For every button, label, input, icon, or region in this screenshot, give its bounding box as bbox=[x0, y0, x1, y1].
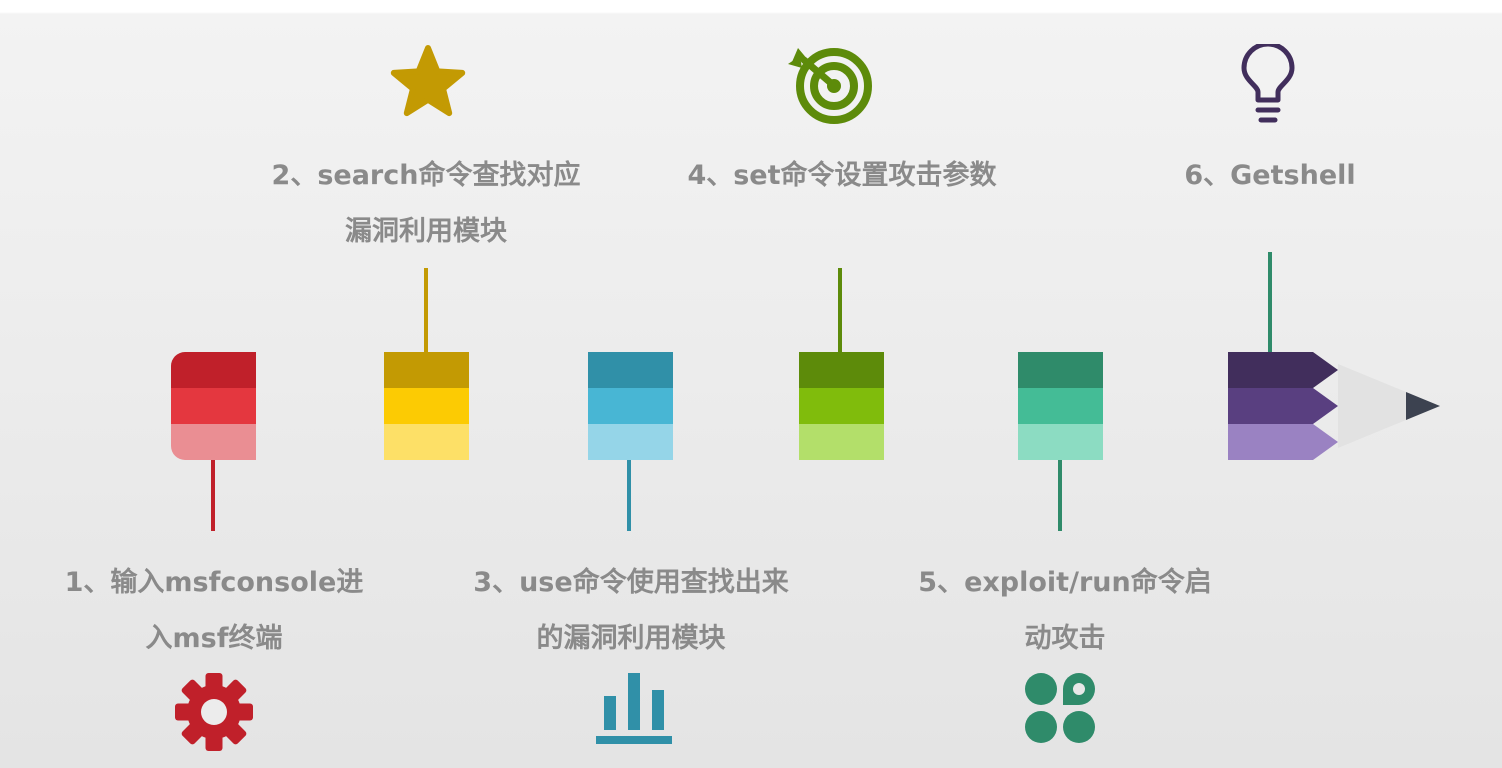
clover-icon bbox=[1025, 673, 1095, 743]
step-5-band-dark bbox=[1018, 352, 1103, 388]
star-icon bbox=[390, 45, 466, 117]
step-1-band-dark bbox=[171, 352, 256, 388]
step-5-connector bbox=[1058, 460, 1062, 531]
step-5-band-light bbox=[1018, 424, 1103, 460]
step-2-connector bbox=[424, 268, 428, 352]
step-1-label: 1、输入msfconsole进入msf终端 bbox=[64, 567, 364, 654]
step-2-band-dark bbox=[384, 352, 469, 388]
step-4-band-light bbox=[799, 424, 884, 460]
step-2-block bbox=[384, 352, 469, 460]
step-5-block bbox=[1018, 352, 1103, 460]
step-3-band-dark bbox=[588, 352, 673, 388]
step-2-band-mid bbox=[384, 388, 469, 424]
bar-chart-icon bbox=[596, 673, 672, 744]
step-3-block bbox=[588, 352, 673, 460]
target-icon bbox=[788, 48, 872, 124]
step-6-label: 6、Getshell bbox=[1184, 160, 1356, 191]
step-4-band-dark bbox=[799, 352, 884, 388]
pencil-band-light bbox=[1228, 424, 1338, 460]
pencil-band-dark bbox=[1228, 352, 1338, 388]
step-3-band-mid bbox=[588, 388, 673, 424]
step-2-band-light bbox=[384, 424, 469, 460]
pencil-tip bbox=[1228, 352, 1440, 460]
step-6-connector bbox=[1268, 252, 1272, 352]
step-1-band-light bbox=[171, 424, 256, 460]
step-5-band-mid bbox=[1018, 388, 1103, 424]
step-3-label: 3、use命令使用查找出来的漏洞利用模块 bbox=[473, 567, 789, 654]
pencil-band-mid bbox=[1228, 388, 1338, 424]
step-4-block bbox=[799, 352, 884, 460]
step-3-connector bbox=[627, 460, 631, 531]
step-4-connector bbox=[838, 268, 842, 352]
lightbulb-icon bbox=[1241, 44, 1295, 123]
step-3-band-light bbox=[588, 424, 673, 460]
step-1-block bbox=[171, 352, 256, 460]
step-2-label: 2、search命令查找对应漏洞利用模块 bbox=[271, 160, 581, 247]
step-5-label: 5、exploit/run命令启动攻击 bbox=[918, 567, 1212, 654]
step-1-band-mid bbox=[171, 388, 256, 424]
gear-icon bbox=[175, 673, 253, 751]
step-4-label: 4、set命令设置攻击参数 bbox=[687, 160, 997, 191]
step-1-connector bbox=[211, 460, 215, 531]
step-4-band-mid bbox=[799, 388, 884, 424]
